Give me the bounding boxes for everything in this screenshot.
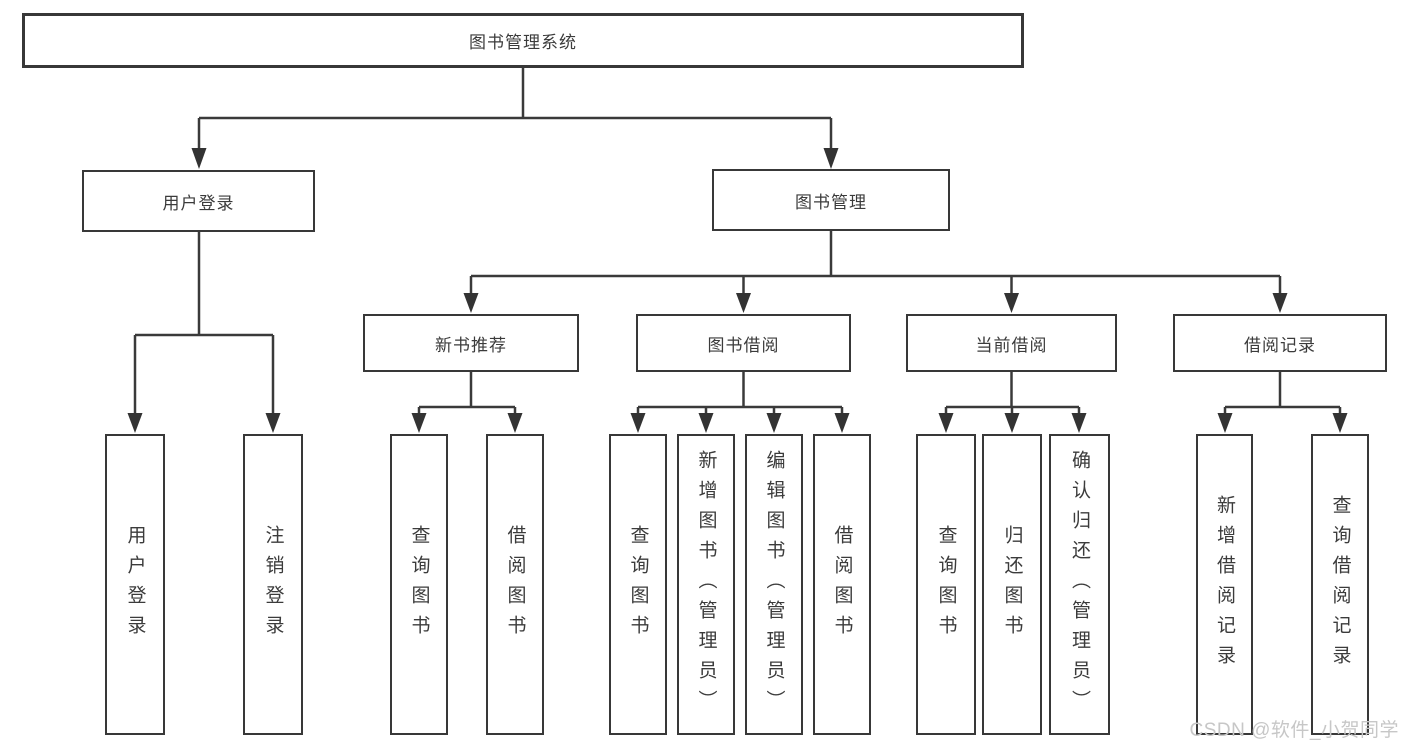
node-label: 图书管理: [795, 192, 867, 212]
node-label: 新增借阅记录: [1214, 494, 1235, 675]
node-label: 图书借阅: [707, 335, 780, 355]
node-label: 用户登录: [162, 193, 235, 213]
node-label: 图书管理系统: [469, 33, 577, 52]
node-label: 查询图书: [935, 524, 957, 645]
node-label: 用户登录: [124, 524, 146, 645]
node-label: 查询借阅记录: [1329, 494, 1351, 675]
leaf-return-books: 归还图书: [982, 434, 1042, 735]
node-user-login: 用户登录: [82, 170, 315, 232]
node-label: 借阅图书: [831, 524, 853, 645]
leaf-add-borrow-record: 新增借阅记录: [1196, 434, 1253, 735]
leaf-add-books-admin: 新增图书（管理员）: [677, 434, 735, 735]
node-label: 新增图书（管理员）: [695, 449, 717, 720]
node-borrow-records: 借阅记录: [1173, 314, 1387, 372]
node-label: 新书推荐: [435, 335, 507, 355]
node-label: 当前借阅: [975, 335, 1048, 355]
leaf-query-books-current: 查询图书: [916, 434, 976, 735]
csdn-watermark: CSDN @软件_小贺同学: [1189, 720, 1399, 741]
leaf-query-books-recommend: 查询图书: [390, 434, 448, 735]
leaf-edit-books-admin: 编辑图书（管理员）: [745, 434, 803, 735]
node-label: 查询图书: [408, 524, 430, 645]
node-book-borrow: 图书借阅: [636, 314, 851, 372]
node-label: 归还图书: [1001, 524, 1023, 645]
node-current-borrow: 当前借阅: [906, 314, 1117, 372]
leaf-query-books-borrow: 查询图书: [609, 434, 667, 735]
node-book-management: 图书管理: [712, 169, 950, 231]
leaf-confirm-return-admin: 确认归还（管理员）: [1049, 434, 1110, 735]
node-new-book-recommend: 新书推荐: [363, 314, 579, 372]
arrowheads: [127, 148, 1348, 433]
node-label: 查询图书: [627, 524, 649, 645]
leaf-borrow-books: 借阅图书: [813, 434, 871, 735]
leaf-borrow-books-recommend: 借阅图书: [486, 434, 544, 735]
leaf-logout: 注销登录: [243, 434, 303, 735]
node-label: 借阅图书: [504, 524, 526, 645]
node-label: 编辑图书（管理员）: [763, 449, 785, 720]
leaf-query-borrow-record: 查询借阅记录: [1311, 434, 1369, 735]
leaf-user-login: 用户登录: [105, 434, 165, 735]
node-label: 注销登录: [262, 524, 284, 645]
node-root-system: 图书管理系统: [22, 13, 1024, 68]
node-label: 确认归还（管理员）: [1069, 449, 1090, 720]
node-label: 借阅记录: [1244, 335, 1316, 355]
